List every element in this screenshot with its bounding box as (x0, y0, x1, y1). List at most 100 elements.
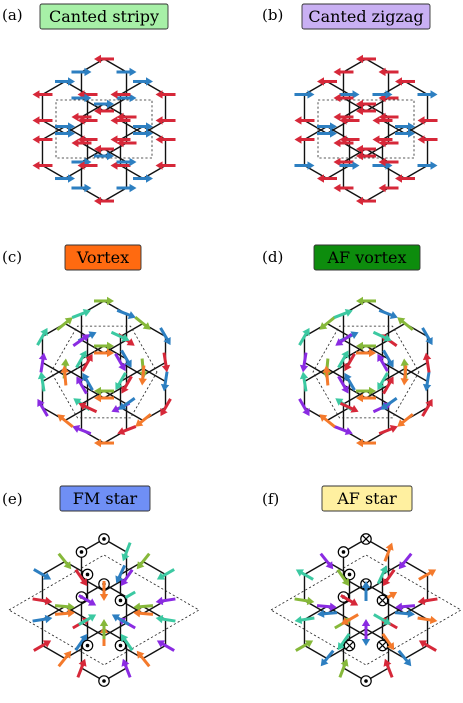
spin-arrow (340, 594, 359, 606)
spin-arrow (77, 161, 98, 170)
spin-arrow (372, 116, 393, 125)
spin-arrow (418, 640, 437, 652)
spin-out-of-plane (75, 546, 88, 558)
bond (142, 367, 166, 383)
spin-arrow (372, 90, 393, 99)
spin-arrow (316, 602, 337, 611)
spin-arrow (361, 619, 371, 640)
bond (304, 367, 328, 383)
spin-arrow (422, 371, 432, 392)
spin-arrow (94, 106, 114, 116)
spin-arrow (94, 151, 114, 161)
spin-arrow (55, 77, 75, 86)
unit-cell (8, 554, 200, 666)
spin-arrow (317, 609, 338, 618)
spin-arrow (337, 375, 349, 394)
spin-arrow (57, 552, 72, 570)
panel-c: (c) Vortex (2, 244, 172, 448)
bond (304, 644, 328, 660)
spin-arrow (38, 352, 48, 373)
bond (103, 390, 127, 405)
spin-arrow (110, 161, 131, 170)
spin-arrow (75, 350, 87, 369)
spin-arrow (344, 372, 356, 391)
spin-arrow (57, 650, 72, 668)
spin-arrow (120, 349, 132, 368)
spin-arrow (356, 438, 376, 448)
spin-out-of-plane (81, 639, 94, 652)
spin-arrow (133, 602, 154, 611)
spin-arrow (395, 122, 415, 131)
bond (382, 322, 406, 338)
spin-arrow (94, 393, 114, 403)
spin-arrow (421, 327, 433, 346)
spin-into-plane (343, 639, 356, 652)
panel-b-label: (b) (262, 6, 283, 24)
spin-arrow (380, 397, 398, 410)
unit-cell (312, 325, 420, 419)
bond (81, 142, 105, 157)
spin-arrow (115, 564, 127, 584)
spin-arrow (99, 580, 109, 601)
panel-c-label: (c) (2, 248, 22, 266)
bond (365, 628, 389, 643)
spin-arrow (138, 365, 147, 386)
spin-arrow (94, 296, 114, 306)
spin-arrow (32, 596, 53, 606)
spin-arrow (121, 542, 132, 562)
panel-c-title-box (64, 244, 142, 271)
bond (64, 406, 88, 422)
bond (103, 187, 127, 202)
spin-out-of-plane (81, 568, 94, 581)
bond (343, 339, 367, 354)
spin-arrow (339, 135, 360, 144)
spin-arrow (32, 135, 53, 144)
spin-arrow (55, 129, 75, 138)
spin-arrow (54, 602, 75, 611)
spin-arrow (155, 116, 176, 125)
spin-arrow (382, 568, 396, 587)
spin-arrow (395, 77, 415, 86)
spin-arrow (319, 552, 334, 570)
spin-arrow (81, 353, 93, 372)
bond (304, 125, 328, 141)
spin-arrow (317, 122, 337, 131)
spin-arrow (378, 308, 398, 319)
spin-arrow (378, 67, 399, 77)
spin-arrow (299, 371, 309, 392)
bond (343, 622, 367, 637)
bond (382, 125, 406, 141)
spin-arrow (294, 615, 315, 625)
bond (382, 361, 406, 377)
spin-arrow (72, 334, 90, 347)
spin-arrow (135, 413, 152, 427)
spin-arrow (121, 658, 132, 678)
spin-arrow (373, 613, 392, 625)
spin-arrow (94, 54, 114, 64)
spin-arrow (156, 568, 175, 580)
spin-arrow (116, 308, 136, 319)
spin-arrow (33, 640, 52, 652)
spin-arrow (116, 183, 137, 193)
spin-arrow (421, 398, 433, 417)
panel-a-lattice (32, 54, 176, 206)
spin-arrow (417, 90, 438, 99)
spin-arrow (114, 353, 126, 372)
panel-c-title: Vortex (76, 248, 129, 267)
panel-a: (a) Canted stripy (2, 3, 176, 206)
spin-arrow (417, 135, 438, 144)
bond (304, 560, 328, 576)
spin-arrow (71, 308, 91, 319)
spin-arrow (377, 372, 389, 391)
spin-arrow (337, 632, 351, 651)
spin-arrow (344, 353, 356, 372)
bond (326, 80, 350, 96)
spin-arrow (333, 67, 354, 77)
spin-out-of-plane (343, 568, 356, 581)
spin-arrow (94, 386, 114, 396)
bond (42, 644, 66, 660)
spin-arrow (117, 425, 137, 436)
bond (382, 119, 406, 135)
spin-arrow (333, 157, 354, 167)
spin-out-of-plane (98, 533, 110, 545)
